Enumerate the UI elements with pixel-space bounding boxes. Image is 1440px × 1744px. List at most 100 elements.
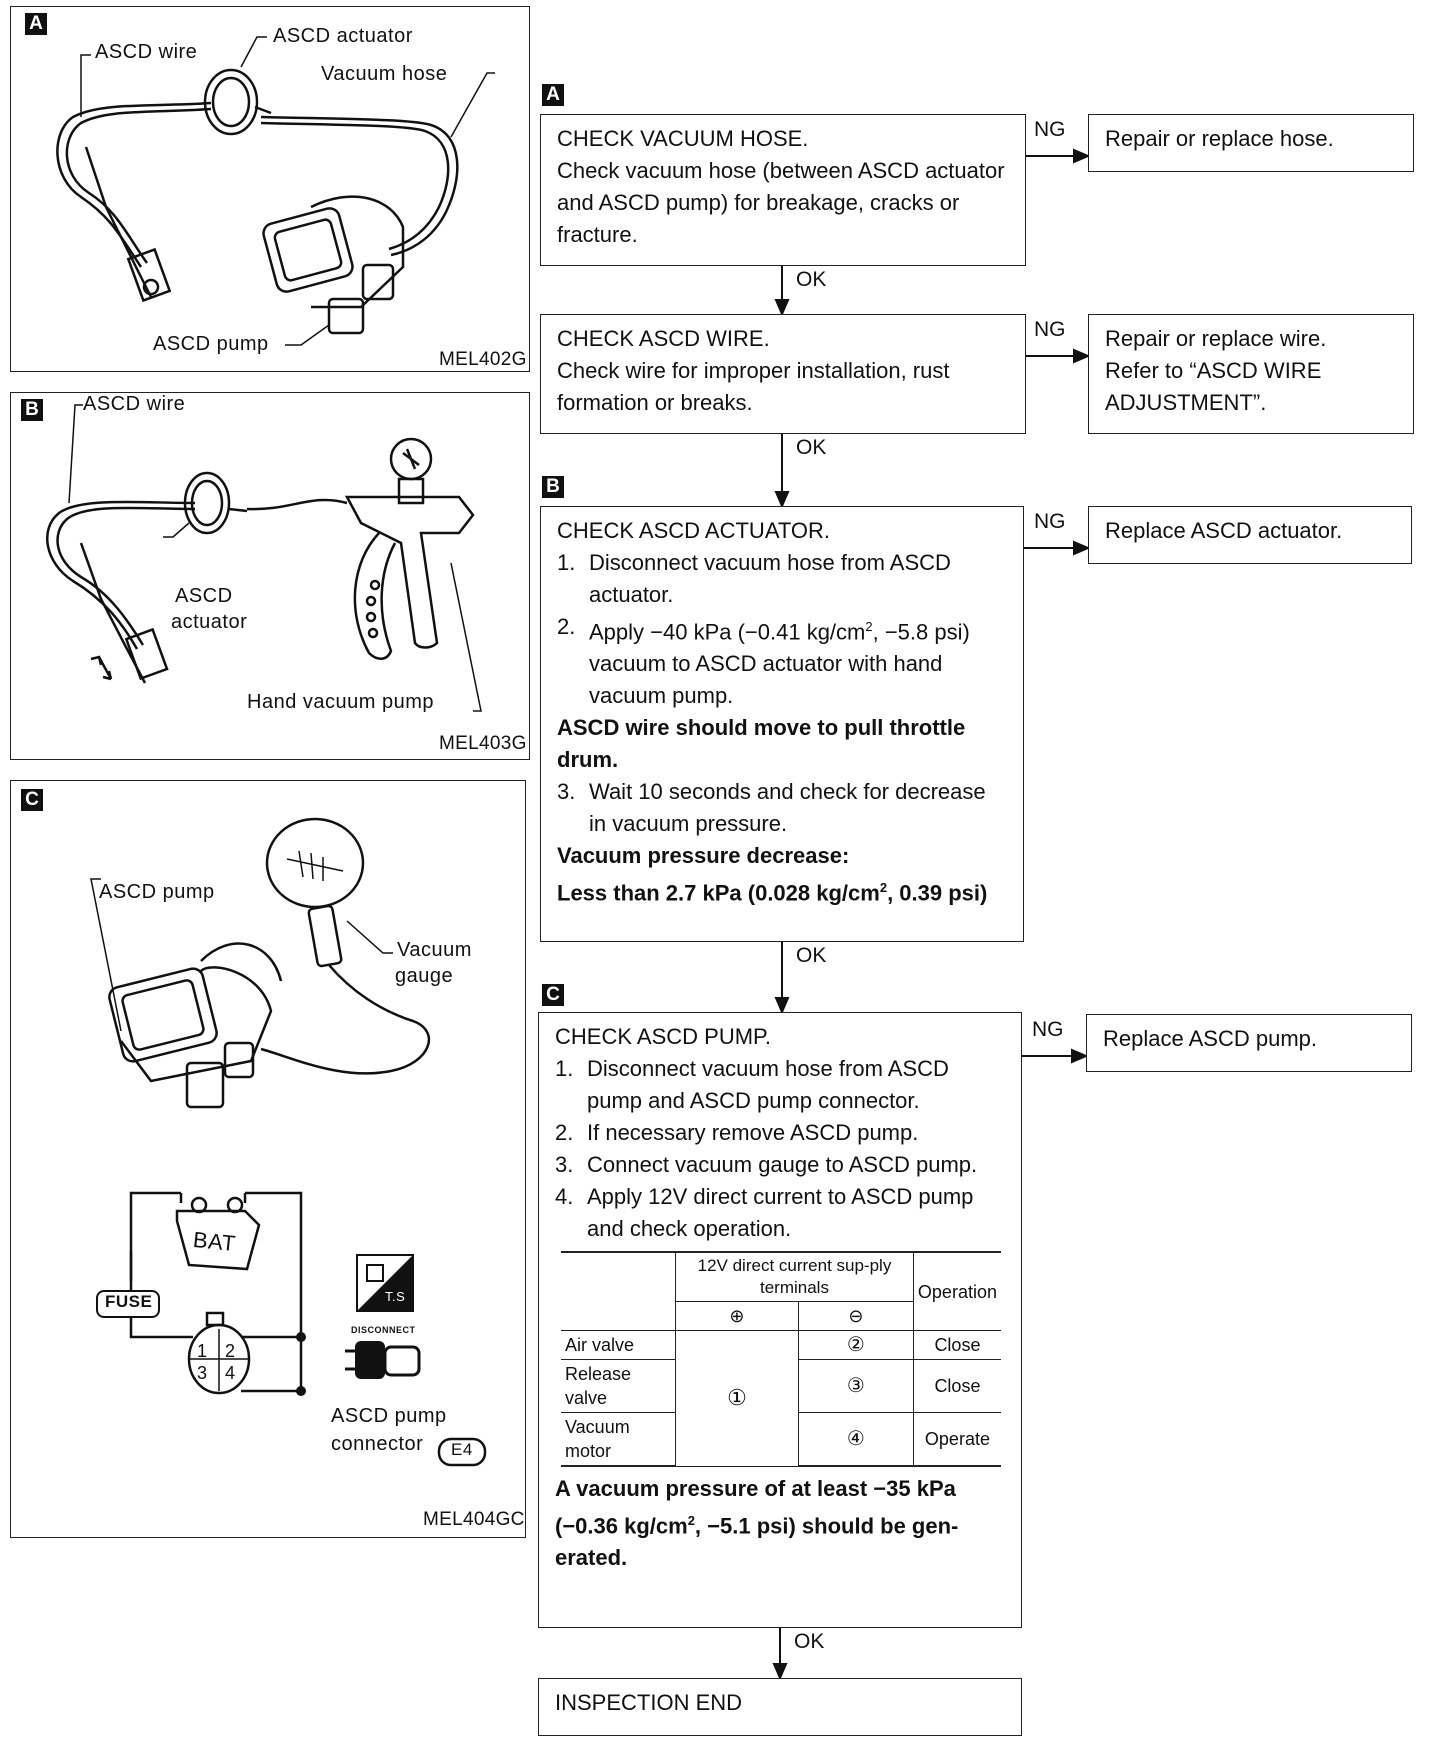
check-ascd-pump-box: CHECK ASCD PUMP. 1.Disconnect vacuum hos… (538, 1012, 1022, 1628)
spec-text-cont: , 0.39 psi) (887, 880, 988, 906)
ok-label: OK (796, 944, 827, 967)
expected-result: ASCD wire should move to pull throttle d… (557, 715, 966, 773)
step-number: 2. (557, 614, 576, 639)
step-text: Wait 10 seconds and check for decrease i… (589, 779, 986, 837)
step-item: 1. Disconnect vacuum hose from ASCD actua… (557, 547, 1007, 611)
panel-tag-a: A (25, 13, 47, 35)
label-ascd-wire: ASCD wire (83, 393, 186, 415)
table-cell-item: Air valve (561, 1330, 676, 1360)
result-text: Replace ASCD actuator. (1105, 518, 1343, 543)
label-hand-vacuum-pump: Hand vacuum pump (247, 691, 434, 713)
connector-pin-1: 1 (197, 1341, 208, 1361)
ts-icon: T.S (385, 1289, 406, 1304)
end-text: INSPECTION END (555, 1690, 743, 1715)
spec-title: Vacuum pressure decrease: (557, 843, 850, 869)
fuse-label: FUSE (105, 1292, 153, 1311)
step-number: 1. (557, 550, 576, 575)
step-title: CHECK VACUUM HOSE. (557, 126, 809, 151)
step-text: Connect vacuum gauge to ASCD pump. (587, 1152, 978, 1177)
label-connector-line2: connector (331, 1433, 424, 1455)
ng-label: NG (1032, 1018, 1064, 1041)
connector-pin-4: 4 (225, 1363, 236, 1383)
table-corner (561, 1251, 676, 1331)
spec-text-cont: , −5.1 psi) should be gen-erated. (555, 1513, 959, 1571)
step-number: 3. (557, 779, 576, 805)
ng-label: NG (1034, 510, 1066, 533)
spec-text: A vacuum pressure of at least −35 kPa (−… (555, 1476, 956, 1539)
table-cell-item: Release valve (561, 1359, 676, 1413)
hand-pump-illustration (45, 404, 482, 712)
table-cell-operation: Operate (912, 1412, 1001, 1467)
result-text: Repair or replace hose. (1105, 126, 1334, 151)
connector-id-badge: E4 (451, 1440, 473, 1459)
step-item: 3. Connect vacuum gauge to ASCD pump. (555, 1149, 1005, 1181)
result-text: Repair or replace wire. (1105, 326, 1327, 351)
check-vacuum-hose-box: CHECK VACUUM HOSE. Check vacuum hose (be… (540, 114, 1026, 266)
label-ascd-pump-connector: ASCD pump (331, 1405, 447, 1427)
step-description: Check vacuum hose (between ASCD actuator… (557, 158, 1005, 247)
table-header-minus: ⊖ (797, 1301, 914, 1331)
table-cell-item: Vacuum motor (561, 1412, 676, 1467)
label-ascd-actuator: ASCD actuator (273, 25, 413, 47)
label-ascd-pump: ASCD pump (99, 881, 215, 903)
superscript: 2 (687, 1513, 695, 1528)
table-row: Air valve ① ② Close (561, 1330, 1001, 1467)
connector-pin-2: 2 (225, 1341, 236, 1361)
spec-value: Less than 2.7 kPa (0.028 kg/cm2, 0.39 ps… (557, 872, 1007, 909)
step-text: Disconnect vacuum hose from ASCD actuato… (589, 550, 951, 607)
check-ascd-actuator-box: CHECK ASCD ACTUATOR. 1.Disconnect vacuum… (540, 506, 1024, 942)
label-vacuum-gauge-line2: gauge (395, 965, 454, 987)
step-number: 3. (555, 1152, 574, 1177)
result-text: Replace ASCD pump. (1103, 1026, 1317, 1051)
table-header-terminals: 12V direct current sup-ply terminals (675, 1251, 914, 1302)
step-number: 4. (555, 1184, 574, 1209)
figure-code: MEL402G (439, 349, 527, 370)
table-cell-minus: ② (797, 1330, 914, 1360)
step-item: 1.Disconnect vacuum hose from ASCD pump … (555, 1053, 1005, 1117)
result-replace-pump-box: Replace ASCD pump. (1086, 1014, 1412, 1072)
result-replace-actuator-box: Replace ASCD actuator. (1088, 506, 1412, 564)
label-actuator-line2: actuator (171, 611, 248, 633)
superscript: 2 (865, 619, 873, 634)
label-vacuum-gauge: Vacuum (397, 939, 472, 961)
label-ascd-actuator: ASCD (175, 585, 233, 607)
panel-tag-b: B (21, 399, 43, 421)
label-ascd-pump: ASCD pump (153, 333, 269, 355)
ng-label: NG (1034, 118, 1066, 141)
step-tag-b: B (542, 476, 564, 498)
check-ascd-wire-box: CHECK ASCD WIRE. Check wire for improper… (540, 314, 1026, 434)
step-title: CHECK ASCD PUMP. (555, 1024, 771, 1049)
label-ascd-wire: ASCD wire (95, 41, 198, 63)
step-title: CHECK ASCD WIRE. (557, 326, 770, 351)
step-tag-a: A (542, 84, 564, 106)
table-row: Vacuum motor ④ Operate (561, 1412, 1001, 1467)
step-text: If necessary remove ASCD pump. (587, 1120, 919, 1145)
disconnect-icon: DISCONNECT (351, 1325, 416, 1335)
step-item: 3. Wait 10 seconds and check for decrease… (557, 776, 1007, 840)
table-cell-minus: ③ (797, 1359, 914, 1413)
step-text: Apply −40 kPa (−0.41 kg/cm (589, 619, 866, 645)
result-repair-hose-box: Repair or replace hose. (1088, 114, 1414, 172)
illustration-panel-b: B ASCD wire ASCD actu (10, 392, 530, 760)
ok-label: OK (796, 268, 827, 291)
label-vacuum-hose: Vacuum hose (321, 63, 448, 85)
pump-test-illustration (90, 817, 487, 1467)
superscript: 2 (879, 880, 888, 896)
step-tag-c: C (542, 984, 564, 1006)
panel-tag-c: C (21, 789, 43, 811)
illustration-panel-a: A AS (10, 6, 530, 372)
step-text-cont: , −5.8 psi) vacuum to ASCD actuator with… (589, 619, 970, 709)
step-number: 2. (555, 1120, 574, 1145)
step-description: Check wire for improper installation, ru… (557, 358, 950, 415)
result-repair-wire-box: Repair or replace wire. Refer to “ASCD W… (1088, 314, 1414, 434)
ok-label: OK (794, 1630, 825, 1653)
spec-text: Less than 2.7 kPa (0.028 kg/cm (557, 880, 880, 906)
result-reference: Refer to “ASCD WIRE ADJUSTMENT”. (1105, 358, 1322, 415)
figure-code: MEL404GC (423, 1509, 525, 1530)
step-text: Apply 12V direct current to ASCD pump an… (587, 1184, 974, 1241)
table-cell-plus: ① (675, 1330, 799, 1467)
connector-pin-3: 3 (197, 1363, 208, 1383)
table-cell-minus: ④ (797, 1412, 914, 1467)
inspection-end-box: INSPECTION END (538, 1678, 1022, 1736)
step-item: 2. Apply −40 kPa (−0.41 kg/cm2, −5.8 psi)… (557, 611, 1007, 712)
